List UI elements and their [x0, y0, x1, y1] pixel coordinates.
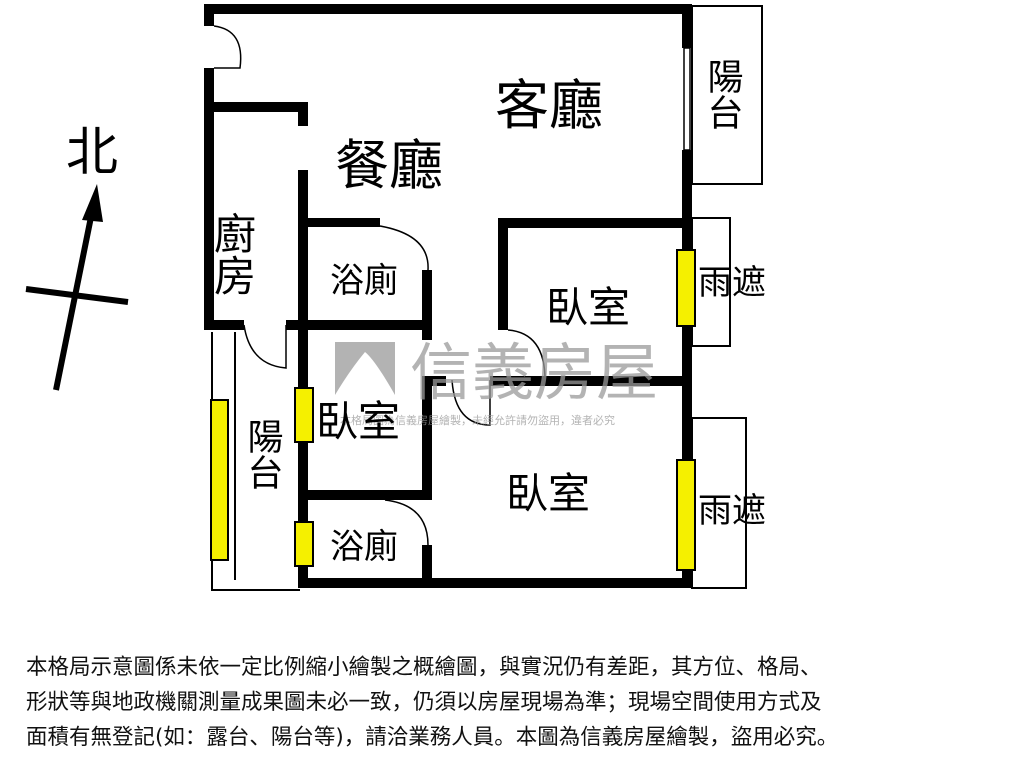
kitchen-label: 廚房	[208, 212, 257, 296]
window	[676, 249, 696, 327]
north-arrow-icon	[82, 184, 103, 222]
bedroom-1-label: 臥室	[546, 283, 630, 332]
balcony-right-label: 陽台	[702, 58, 743, 130]
bathroom-2-label: 浴廁	[330, 527, 398, 567]
bedroom-1-door	[507, 329, 546, 381]
bedroom-2-label: 臥室	[316, 397, 400, 446]
bedroom-2-door	[451, 379, 491, 426]
window	[676, 459, 696, 571]
sliding-door	[683, 47, 691, 151]
room-labels: 客廳 餐廳 廚房 浴廁 臥室 臥室 臥室 浴廁 陽台 陽台 雨遮 雨遮	[208, 58, 767, 567]
compass-arrow-shaft	[53, 211, 95, 391]
entrance-door	[213, 25, 242, 69]
bedroom-3-label: 臥室	[506, 469, 590, 518]
dining-room-label: 餐廳	[335, 134, 443, 197]
disclaimer-line: 面積有無登記(如：露台、陽台等)，請洽業務人員。本圖為信義房屋繪製，盜用必究。	[26, 725, 839, 750]
watermark: 信義房屋 本格局圖為信義房屋繪製，未經允許請勿盜用，違者必究	[335, 336, 658, 427]
window	[210, 399, 229, 561]
window	[294, 521, 314, 567]
balcony-right-outline	[691, 5, 763, 185]
bathroom-1-door	[379, 225, 429, 271]
watermark-notice: 本格局圖為信義房屋繪製，未經允許請勿盜用，違者必究	[340, 413, 615, 427]
awning-upper-label: 雨遮	[698, 263, 766, 303]
north-label: 北	[66, 123, 118, 183]
disclaimer-line: 本格局示意圖係未依一定比例縮小繪製之概繪圖，與實況仍有差距，其方位、格局、	[26, 655, 822, 680]
bathroom-1-label: 浴廁	[330, 261, 398, 301]
window	[294, 387, 314, 443]
disclaimer-line: 形狀等與地政機關測量成果圖未必一致，仍須以房屋現場為準；現場空間使用方式及	[26, 690, 822, 715]
awning-lower-label: 雨遮	[698, 491, 766, 531]
watermark-logo	[335, 342, 395, 395]
walls	[204, 4, 692, 588]
balcony-left-label: 陽台	[242, 418, 283, 490]
doors	[213, 25, 691, 546]
disclaimer: 本格局示意圖係未依一定比例縮小繪製之概繪圖，與實況仍有差距，其方位、格局、 形狀…	[26, 650, 1016, 755]
watermark-brand: 信義房屋	[410, 336, 658, 409]
living-room-label: 客廳	[495, 74, 603, 137]
floor-plan: 北 信義房屋 本格局圖為信義房屋繪製，未經允許請勿盜用，違者必究 客廳 餐廳 廚…	[25, 4, 767, 591]
windows	[210, 249, 696, 571]
bathroom-2-door	[384, 499, 429, 546]
kitchen-door	[243, 324, 287, 369]
compass: 北	[25, 123, 129, 391]
